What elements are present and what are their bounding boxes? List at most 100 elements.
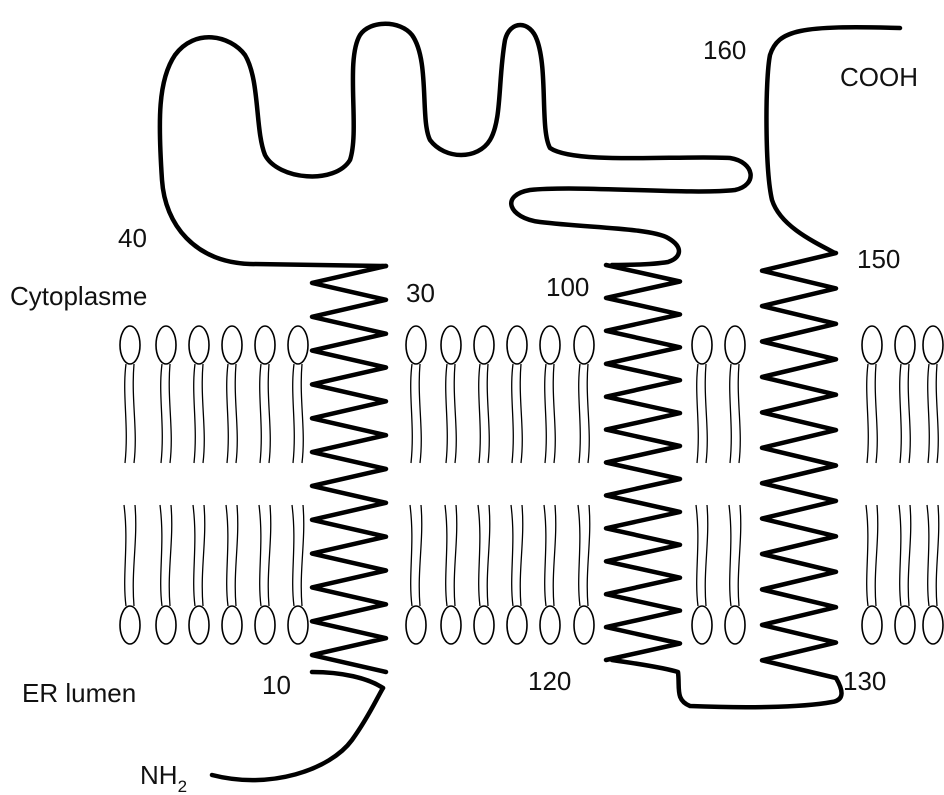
lipid-tail [553,505,556,606]
lipid-tail [446,364,448,463]
residue-40-label: 40 [118,223,147,253]
lipid-tail [478,505,480,606]
lipid-tail [553,364,555,463]
lipid-tail [133,364,135,463]
phospholipid [574,326,594,644]
phospholipid-head-lower [120,606,140,644]
phospholipid-head-lower [189,606,209,644]
lipid-tail [936,364,938,463]
lipid-tail [133,505,136,606]
lipid-tail [729,505,731,606]
phospholipid-head-lower [725,606,745,644]
lipid-tail [169,505,172,606]
phospholipid-head-lower [574,606,594,644]
lipid-tail [544,505,546,606]
phospholipid-head-upper [255,326,275,364]
phospholipid-head-lower [923,606,943,644]
lipid-tail [512,364,514,463]
phospholipid [441,326,461,644]
phospholipid [156,326,176,644]
phospholipid [288,326,308,644]
phospholipid-head-lower [406,606,426,644]
lipid-tail [587,505,590,606]
lipid-tail [301,505,304,606]
lipid-tail [520,505,523,606]
phospholipid-head-lower [222,606,242,644]
phospholipid [189,326,209,644]
lipid-bilayer [120,326,943,644]
lipid-tail [579,364,581,463]
n-terminus-text: NH [140,760,178,790]
phospholipid-head-lower [692,606,712,644]
er-lumen-label: ER lumen [22,678,136,708]
phospholipid-head-lower [255,606,275,644]
lipid-tail [738,364,740,463]
phospholipid [725,326,745,644]
phospholipid [540,326,560,644]
lipid-tail [411,364,413,463]
lipid-tail [292,505,294,606]
lipid-tail [520,364,522,463]
phospholipid-head-upper [507,326,527,364]
phospholipid-head-upper [540,326,560,364]
phospholipid-head-upper [288,326,308,364]
phospholipid-head-upper [923,326,943,364]
phospholipid-head-lower [474,606,494,644]
phospholipid-head-upper [441,326,461,364]
phospholipid-head-lower [895,606,915,644]
phospholipid-head-lower [540,606,560,644]
residue-160-label: 160 [703,35,746,65]
residue-130-label: 130 [843,666,886,696]
lipid-tail [454,505,457,606]
phospholipid [120,326,140,644]
phospholipid-head-upper [574,326,594,364]
phospholipid-head-upper [692,326,712,364]
lumenal-loop [612,660,842,707]
residue-150-label: 150 [857,244,900,274]
lipid-tail [124,505,126,606]
phospholipid-head-lower [507,606,527,644]
n-terminus-subscript: 2 [178,777,187,795]
lipid-tail [908,364,910,463]
cytoplasmic-loop [160,24,751,266]
lipid-tail [202,505,205,606]
lipid-tail [928,364,930,463]
residue-30-label: 30 [406,278,435,308]
loop-tm1-tm2-lumenal [312,672,383,688]
phospholipid [923,326,943,644]
transmembrane-helices [312,253,836,678]
helix-tm1 [312,266,386,672]
lipid-tail [301,364,303,463]
lipid-tail [705,505,708,606]
lipid-tail [900,364,902,463]
phospholipid-head-upper [120,326,140,364]
lipid-tail [235,505,238,606]
lipid-tail [419,505,422,606]
lipid-tail [293,364,295,463]
phospholipid-head-upper [222,326,242,364]
lipid-tail [487,505,490,606]
topology-labels: Cytoplasme ER lumen NH2 COOH [10,62,918,795]
lipid-tail [125,364,127,463]
lipid-tail [235,364,237,463]
phospholipid-head-lower [441,606,461,644]
phospholipid-head-lower [862,606,882,644]
phospholipid-head-upper [474,326,494,364]
lipid-tail [268,505,271,606]
lipid-tail [268,364,270,463]
lipid-tail [875,505,878,606]
lipid-tail [511,505,513,606]
lipid-tail [202,364,204,463]
lipid-tail [160,505,162,606]
lipid-tail [578,505,580,606]
phospholipid [895,326,915,644]
phospholipid-head-upper [156,326,176,364]
phospholipid-head-upper [862,326,882,364]
lipid-tail [697,364,699,463]
lipid-tail [730,364,732,463]
lipid-tail [454,364,456,463]
lipid-tail [259,505,261,606]
phospholipid [474,326,494,644]
phospholipid [222,326,242,644]
